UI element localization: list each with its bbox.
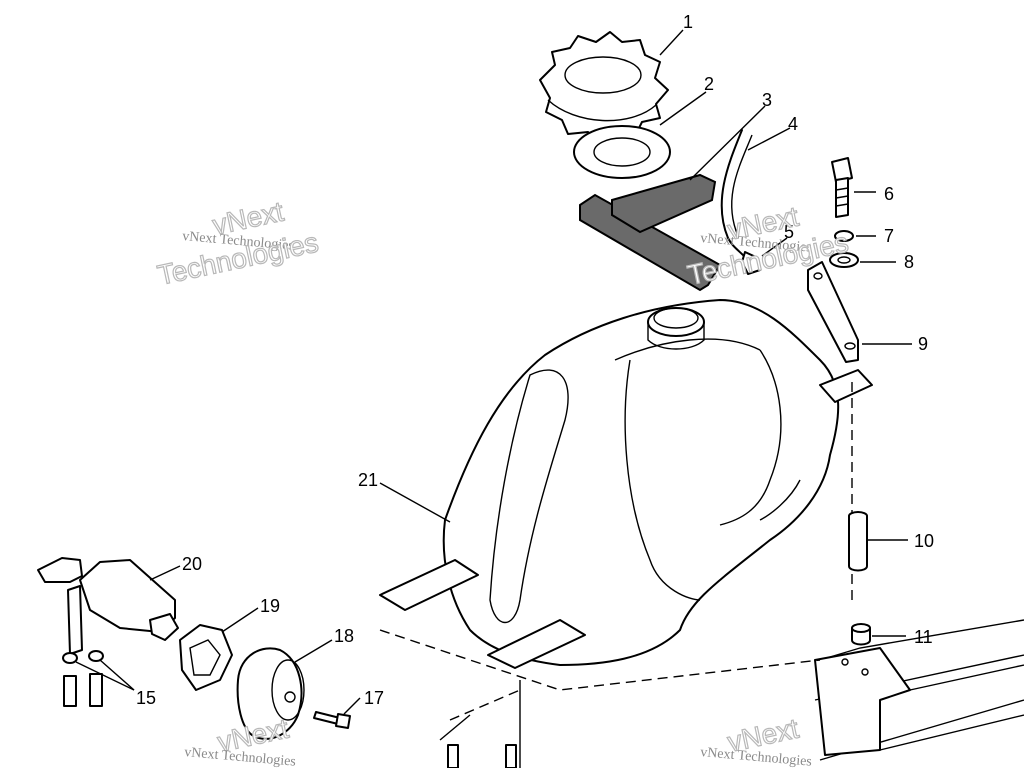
shutoff-nut — [179, 624, 233, 691]
spacer-sleeve — [848, 511, 868, 572]
fuel-tank — [379, 299, 873, 669]
knob-screw — [313, 711, 351, 729]
callout-21: 21 — [358, 470, 378, 490]
vent-hose — [720, 129, 761, 275]
shutoff-knob — [236, 647, 305, 740]
callout-4: 4 — [788, 114, 798, 134]
callout-2: 2 — [704, 74, 714, 94]
callout-20: 20 — [182, 554, 202, 574]
callout-8: 8 — [904, 252, 914, 272]
leader-lines — [75, 29, 912, 715]
cap-gasket — [573, 125, 671, 179]
callout-18: 18 — [334, 626, 354, 646]
foam-pads — [579, 173, 722, 292]
fuel-filter — [37, 557, 179, 655]
callout-6: 6 — [884, 184, 894, 204]
fuel-cap — [539, 31, 669, 145]
flat-washer — [829, 252, 859, 268]
hose-clamps — [62, 650, 104, 707]
frame-rails — [814, 619, 1024, 761]
tank-bracket — [807, 261, 859, 363]
callout-11: 11 — [914, 627, 933, 647]
callout-19: 19 — [260, 596, 280, 616]
lock-washer — [834, 230, 854, 242]
frame-outline — [379, 629, 821, 768]
callout-10: 10 — [914, 531, 934, 551]
callout-1: 1 — [683, 12, 693, 32]
callout-5: 5 — [784, 222, 794, 242]
callout-3: 3 — [762, 90, 772, 110]
callout-9: 9 — [918, 334, 928, 354]
callout-17: 17 — [364, 688, 384, 708]
callout-7: 7 — [884, 226, 894, 246]
grommet — [851, 623, 871, 646]
mount-bolt — [831, 157, 853, 218]
callout-numbers: 1 2 3 4 5 6 7 8 9 10 11 15 17 18 19 20 2… — [136, 12, 934, 708]
callout-15: 15 — [136, 688, 156, 708]
